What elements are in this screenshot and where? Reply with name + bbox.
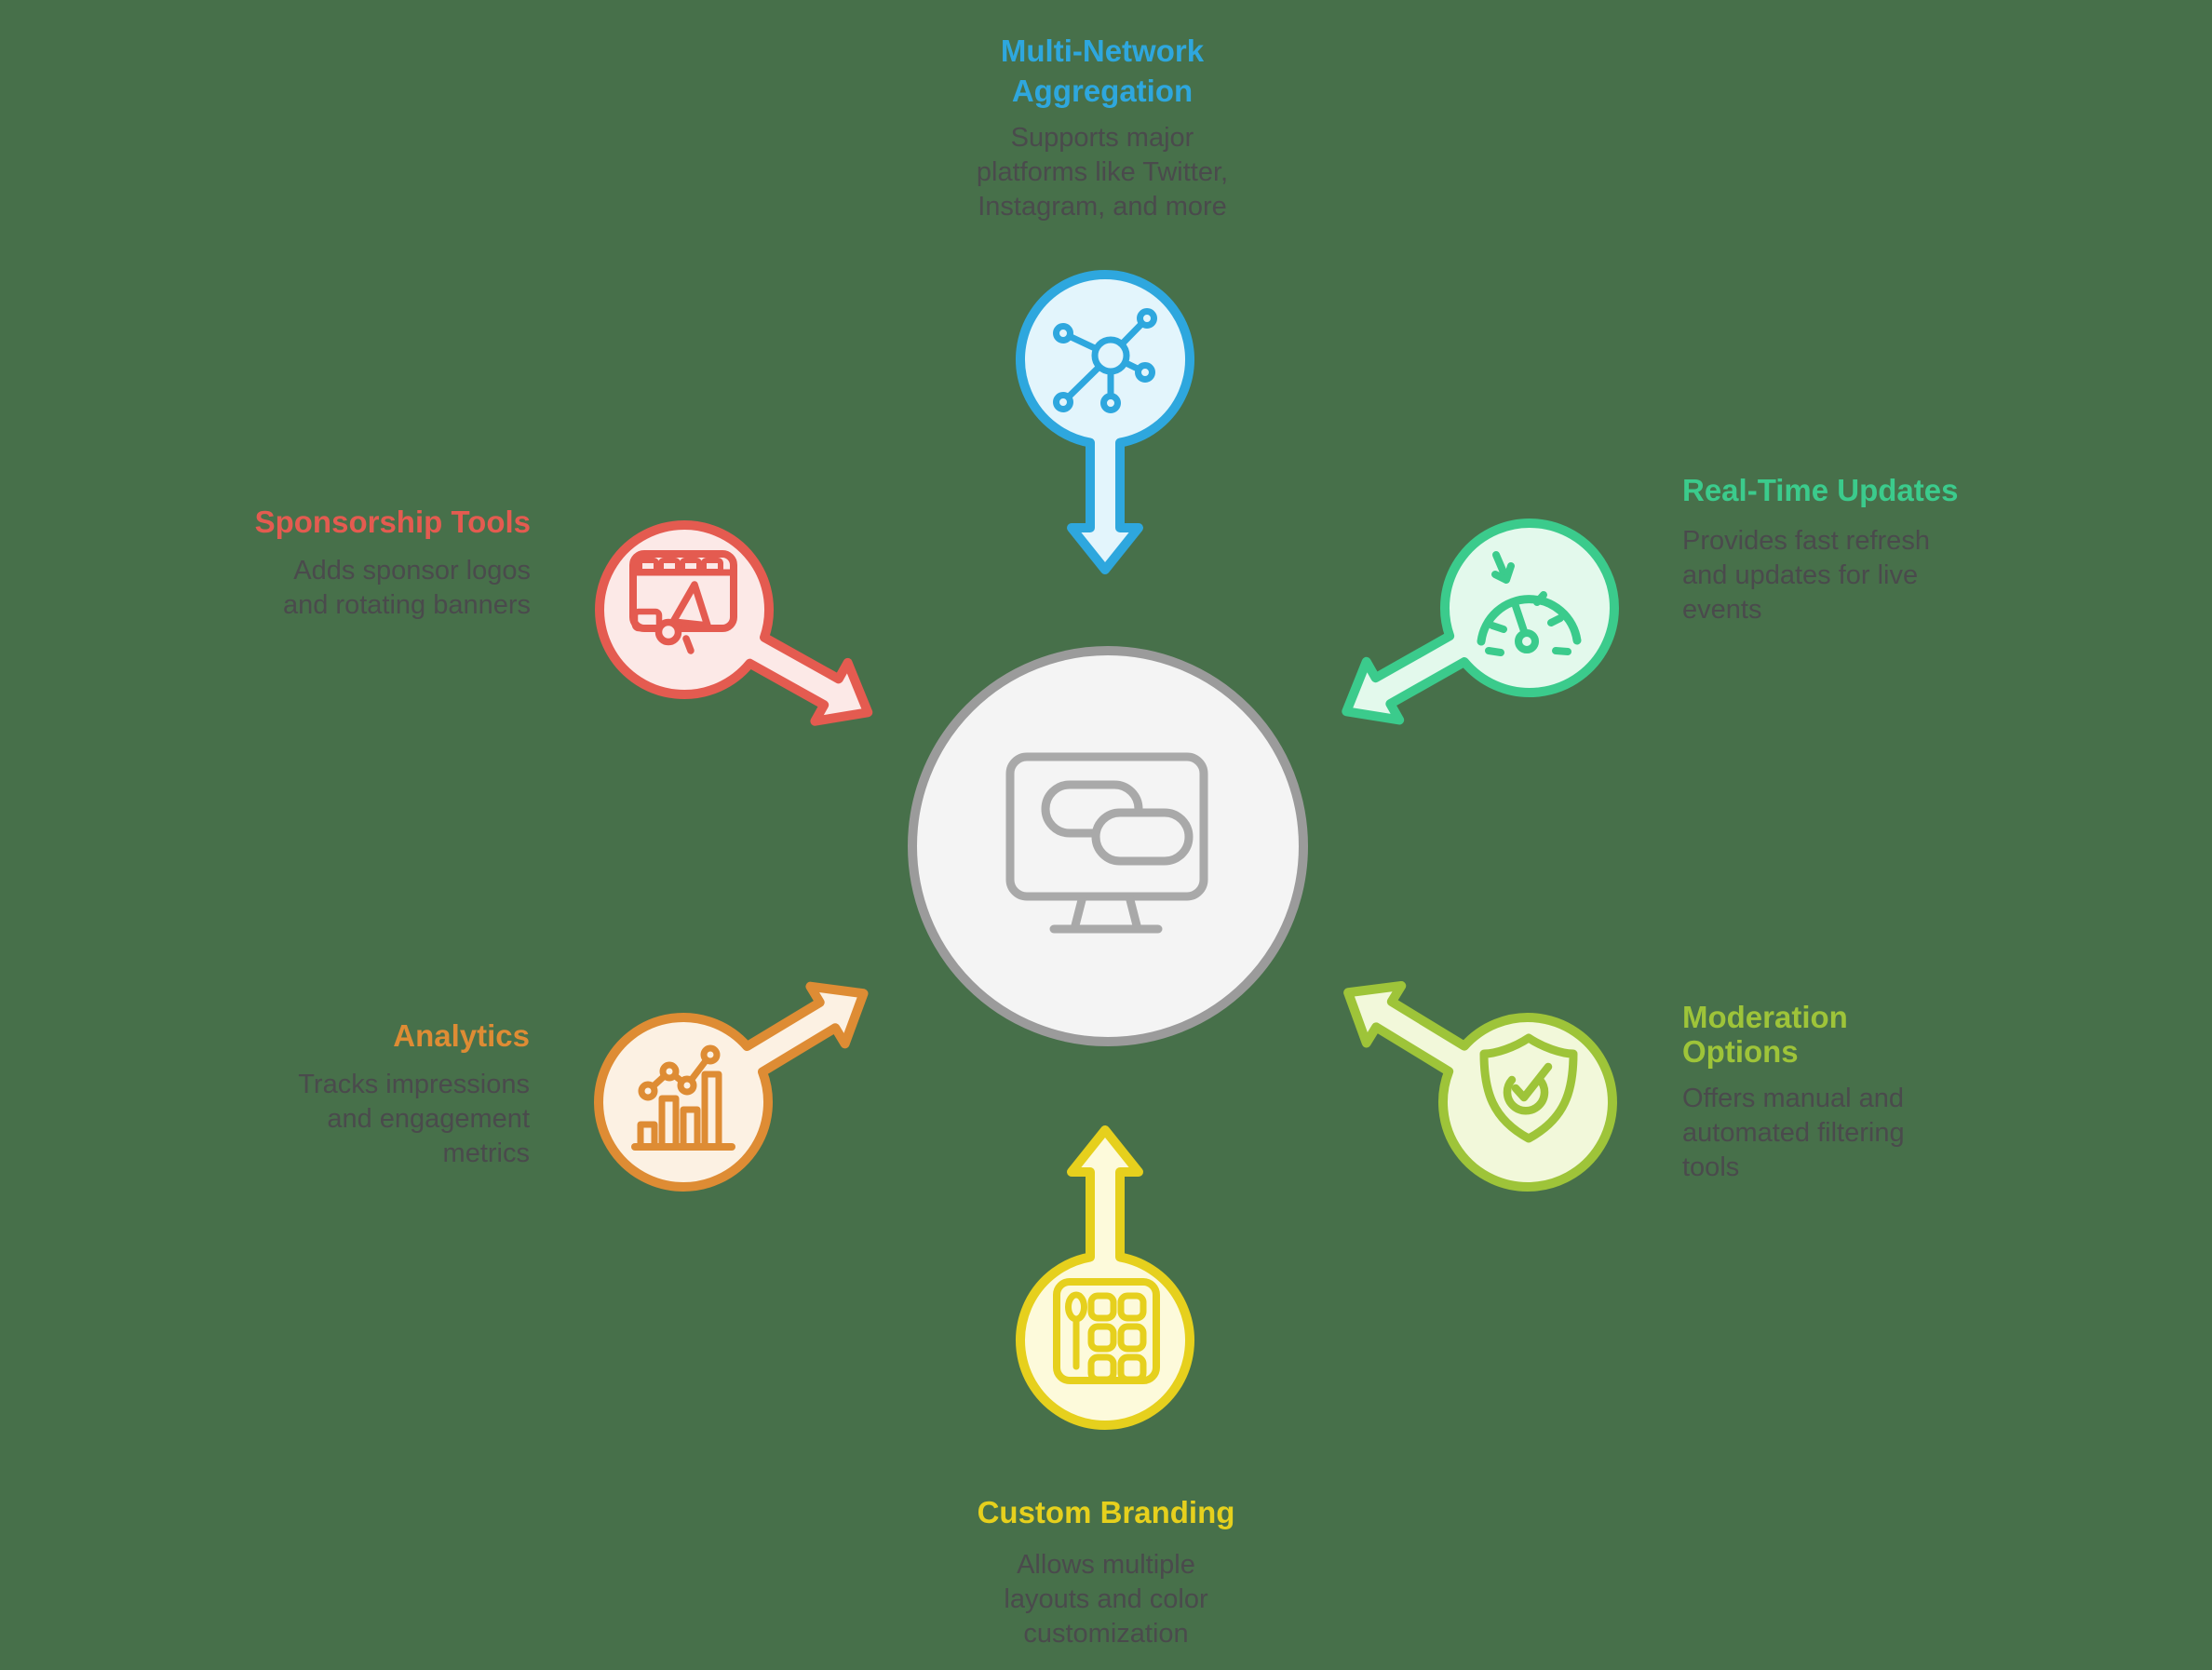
- title-line: Sponsorship Tools: [254, 505, 531, 539]
- bar-chart-icon: [631, 1044, 735, 1151]
- feature-text-sponsorship-tools: Sponsorship Tools Adds sponsor logos and…: [65, 505, 531, 623]
- title-line: Aggregation: [1011, 74, 1194, 108]
- desc-line: metrics: [442, 1138, 530, 1168]
- desc-line: Supports major: [1010, 123, 1194, 153]
- desc-line: Provides fast refresh: [1682, 526, 1930, 556]
- central-hub: [908, 646, 1308, 1046]
- node-bubble-arrow: [1016, 1125, 1194, 1430]
- feature-description: Supports major platforms like Twitter, I…: [683, 121, 1521, 224]
- feature-title: Analytics: [64, 1018, 530, 1053]
- feature-title: Custom Branding: [687, 1495, 1525, 1529]
- desc-line: events: [1682, 595, 1762, 625]
- network-hub-icon: [1053, 308, 1157, 413]
- desc-line: and rotating banners: [282, 590, 531, 620]
- desc-line: Tracks impressions: [298, 1070, 530, 1099]
- brush-palette-icon: [1053, 1278, 1160, 1384]
- title-line: Multi-Network: [1000, 34, 1205, 68]
- feature-title: Sponsorship Tools: [65, 505, 531, 539]
- desc-line: Allows multiple: [1017, 1550, 1195, 1580]
- title-line: Analytics: [393, 1018, 530, 1053]
- feature-title: Moderation Options: [1682, 1000, 2129, 1069]
- desc-line: automated filtering: [1682, 1118, 1905, 1148]
- feature-node-real-time-updates: [1342, 519, 1619, 725]
- monitor-link-icon: [1005, 752, 1208, 934]
- feature-description: Offers manual and automated filtering to…: [1682, 1082, 2129, 1185]
- feature-node-sponsorship-tools: [595, 520, 873, 726]
- feature-node-analytics: [594, 981, 869, 1192]
- node-bubble-arrow: [594, 981, 869, 1192]
- feature-description: Tracks impressions and engagement metric…: [64, 1068, 530, 1171]
- title-line: Options: [1682, 1034, 1799, 1069]
- feature-text-moderation-options: Moderation Options Offers manual and aut…: [1682, 1000, 2129, 1185]
- node-bubble-arrow: [1016, 270, 1194, 574]
- link-glyph-lower: [1091, 808, 1194, 866]
- feature-text-custom-branding: Custom Branding Allows multiple layouts …: [687, 1495, 1525, 1651]
- desc-line: Adds sponsor logos: [293, 556, 531, 586]
- feature-text-multi-network-aggregation: Multi-Network Aggregation Supports major…: [683, 31, 1521, 224]
- monitor-stand: [1070, 892, 1142, 934]
- title-line: Moderation: [1682, 1000, 1848, 1034]
- feature-title: Multi-Network Aggregation: [683, 31, 1521, 111]
- desc-line: and updates for live: [1682, 560, 1919, 590]
- feature-node-multi-network-aggregation: [1016, 270, 1194, 574]
- feature-description: Provides fast refresh and updates for li…: [1682, 524, 2129, 627]
- monitor-screen: [1005, 752, 1208, 901]
- title-line: Real-Time Updates: [1682, 473, 1959, 507]
- feature-description: Adds sponsor logos and rotating banners: [65, 554, 531, 623]
- desc-line: layouts and color: [1004, 1584, 1208, 1614]
- feature-node-moderation-options: [1343, 980, 1617, 1192]
- node-bubble-arrow: [1343, 980, 1617, 1192]
- desc-line: Instagram, and more: [978, 192, 1227, 222]
- feature-title: Real-Time Updates: [1682, 473, 2129, 507]
- node-bubble-arrow: [595, 520, 873, 726]
- desc-line: tools: [1682, 1152, 1740, 1182]
- feature-node-custom-branding: [1016, 1125, 1194, 1430]
- feature-text-analytics: Analytics Tracks impressions and engagem…: [64, 1018, 530, 1171]
- banner-megaphone-icon: [629, 550, 737, 654]
- desc-line: platforms like Twitter,: [976, 157, 1229, 187]
- desc-line: customization: [1023, 1619, 1189, 1649]
- title-line: Custom Branding: [977, 1495, 1235, 1529]
- feature-description: Allows multiple layouts and color custom…: [687, 1548, 1525, 1651]
- desc-line: Offers manual and: [1682, 1084, 1905, 1113]
- node-bubble-arrow: [1342, 519, 1619, 725]
- speedometer-icon: [1477, 551, 1582, 656]
- shield-check-icon: [1479, 1033, 1578, 1143]
- desc-line: and engagement: [327, 1104, 530, 1134]
- feature-text-real-time-updates: Real-Time Updates Provides fast refresh …: [1682, 473, 2129, 627]
